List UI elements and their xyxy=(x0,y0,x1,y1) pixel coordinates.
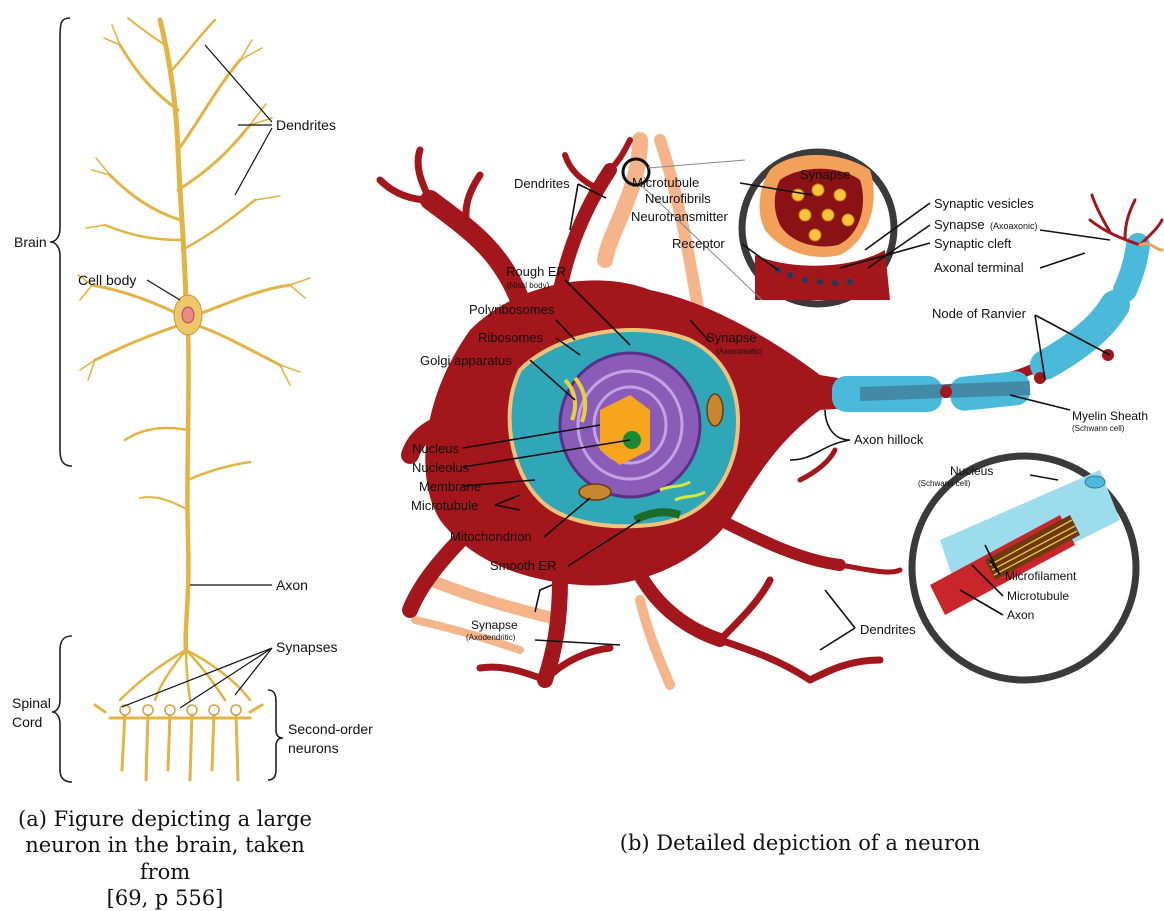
label-myelin-sheath-sub: (Schwann cell) xyxy=(1072,424,1125,433)
label-axon-a: Axon xyxy=(276,577,308,593)
label-receptor: Receptor xyxy=(672,236,725,251)
label-membrane: Membrane xyxy=(419,479,481,494)
label-synapse-axodendritic: Synapse xyxy=(471,618,518,632)
label-synapse-axosomatic: Synapse xyxy=(706,330,757,345)
label-cell-body: Cell body xyxy=(78,272,136,288)
caption-b: (b) Detailed depiction of a neuron xyxy=(520,830,1080,856)
second-order-bracket xyxy=(268,690,283,780)
label-synapses-a: Synapses xyxy=(276,639,337,655)
cell-nucleus-a xyxy=(182,307,194,323)
label-nucleus-schwann: Nucleus xyxy=(950,464,993,478)
label-nucleus-schwann-sub: (Schwann cell) xyxy=(918,479,971,488)
panel-a-neuron: Brain Dendrites Cell body Axon Synapses … xyxy=(12,18,373,782)
panel-b-neuron: Dendrites Synapse Microtubule Neurofibri… xyxy=(380,140,1162,685)
label-rough-er: Rough ER xyxy=(506,264,566,279)
label-synapse-axoaxonic-sub: (Axoaxonic) xyxy=(990,221,1038,231)
caption-a-line-2: neuron in the brain, taken from xyxy=(0,832,330,885)
label-axon-hillock: Axon hillock xyxy=(854,432,924,447)
axonal-terminal-shape xyxy=(1090,195,1162,250)
label-synapse-top: Synapse xyxy=(800,167,851,182)
label-spinal: Spinal xyxy=(12,695,51,711)
mitochondrion-shape xyxy=(579,484,611,500)
label-rough-er-sub: (Nissl body) xyxy=(507,281,550,290)
label-synapse-axosomatic-sub: (Axosomatic) xyxy=(716,347,763,356)
label-node-of-ranvier: Node of Ranvier xyxy=(932,306,1027,321)
label-dendrites-top: Dendrites xyxy=(514,176,570,191)
label-nucleolus: Nucleolus xyxy=(412,460,470,475)
label-synaptic-vesicles: Synaptic vesicles xyxy=(934,196,1034,211)
label-neurofibrils: Neurofibrils xyxy=(645,191,711,206)
second-order-neurons xyxy=(95,705,262,780)
label-microfilament: Microfilament xyxy=(1005,569,1077,583)
caption-a: (a) Figure depicting a large neuron in t… xyxy=(0,806,330,911)
axon-inset xyxy=(912,456,1136,680)
spinal-bracket xyxy=(52,636,72,782)
label-golgi: Golgi apparatus xyxy=(420,353,512,368)
label-dendrites-a: Dendrites xyxy=(276,117,336,133)
label-mitochondrion: Mitochondrion xyxy=(450,529,532,544)
label-brain: Brain xyxy=(14,234,47,250)
label-microtubule: Microtubule xyxy=(411,498,478,513)
label-polyribosomes: Polyribosomes xyxy=(469,302,555,317)
mitochondrion-shape-2 xyxy=(707,394,723,426)
label-ribosomes: Ribosomes xyxy=(478,330,544,345)
caption-a-line-1: (a) Figure depicting a large xyxy=(0,806,330,832)
brain-bracket xyxy=(50,18,72,466)
label-axon-inset: Axon xyxy=(1007,608,1034,622)
panel-a-leaders xyxy=(122,45,272,708)
label-second-order-1: Second-order xyxy=(288,721,373,737)
label-cord: Cord xyxy=(12,714,42,730)
caption-b-line-1: (b) Detailed depiction of a neuron xyxy=(520,830,1080,856)
label-smooth-er: Smooth ER xyxy=(490,558,556,573)
label-axonal-terminal: Axonal terminal xyxy=(934,260,1024,275)
label-synapse-axoaxonic: Synapse xyxy=(934,217,985,232)
label-synapse-axodendritic-sub: (Axodendritic) xyxy=(466,633,516,642)
synapse-knobs xyxy=(120,705,241,715)
label-microtubule-inset: Microtubule xyxy=(1007,589,1069,603)
caption-a-line-3: [69, p 556] xyxy=(0,885,330,911)
label-nucleus: Nucleus xyxy=(412,441,459,456)
label-synaptic-cleft: Synaptic cleft xyxy=(934,236,1012,251)
label-second-order-2: neurons xyxy=(288,740,339,756)
label-myelin-sheath: Myelin Sheath xyxy=(1072,409,1148,423)
label-microtubule-top: Microtubule xyxy=(632,175,699,190)
label-dendrites-bottom: Dendrites xyxy=(860,622,916,637)
label-neurotransmitter: Neurotransmitter xyxy=(631,209,728,224)
